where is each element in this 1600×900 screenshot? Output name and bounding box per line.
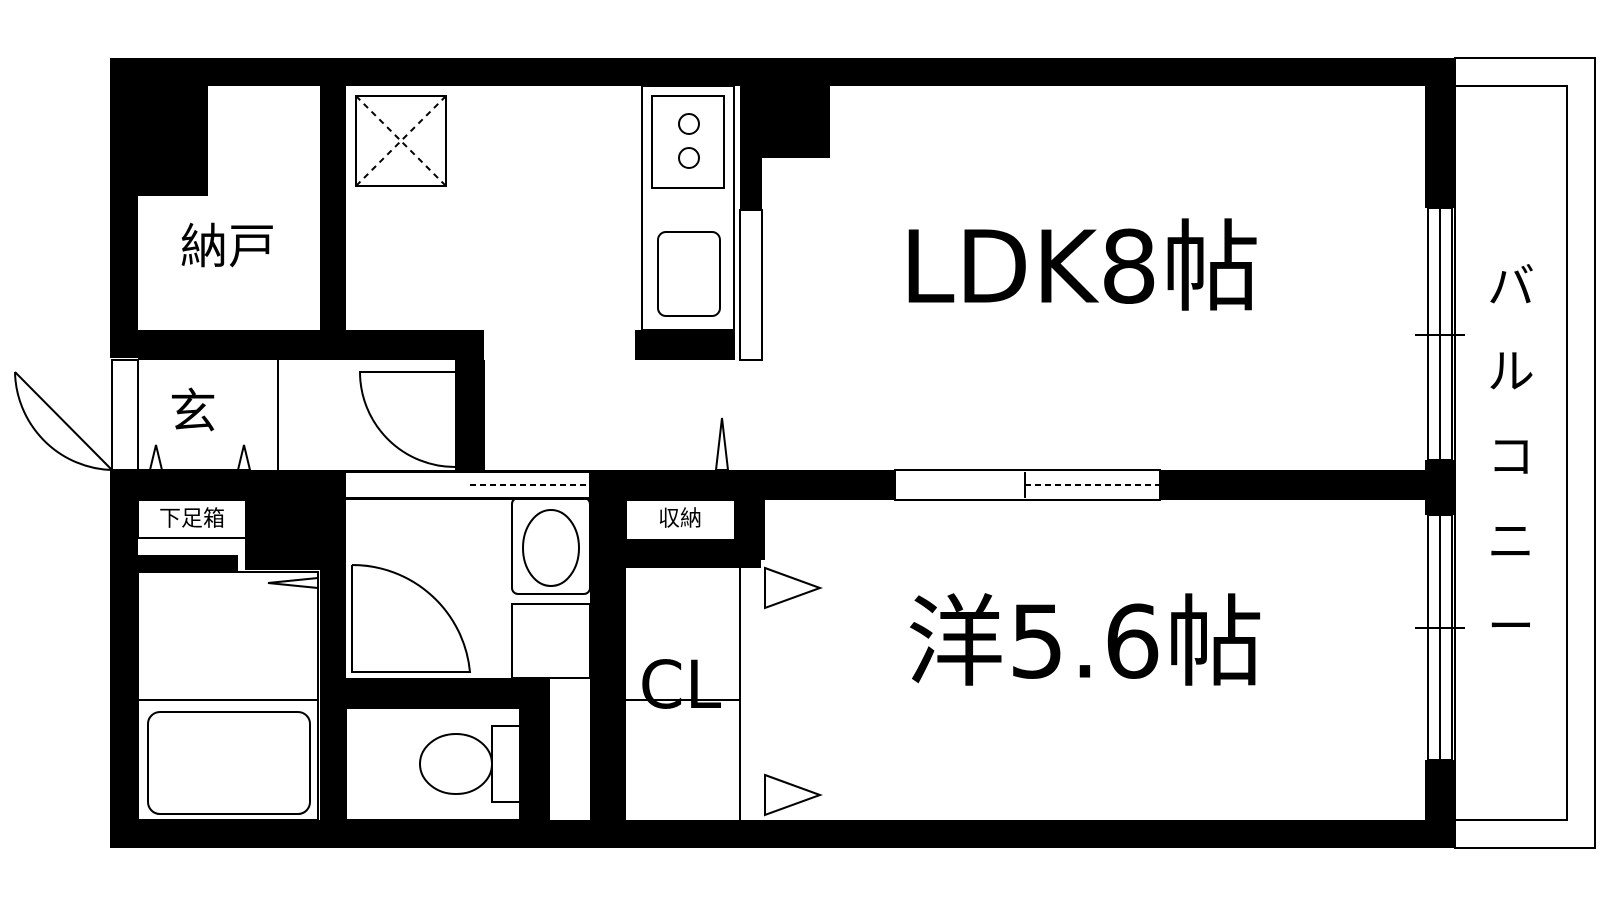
balcony-char-5: ー bbox=[1487, 599, 1535, 655]
western-room-label: 洋5.6帖 bbox=[905, 584, 1264, 701]
interior-walls bbox=[138, 86, 1425, 840]
direction-markers bbox=[148, 417, 823, 817]
balcony-char-2: ル bbox=[1487, 344, 1535, 400]
balcony-char-4: ニ bbox=[1487, 514, 1535, 570]
fixtures bbox=[137, 85, 741, 821]
balcony bbox=[1454, 57, 1596, 849]
outer-walls bbox=[110, 58, 1455, 848]
balcony-char-3: コ bbox=[1487, 429, 1535, 485]
opening-details bbox=[232, 208, 1465, 760]
storage-room-label: 納戸 bbox=[180, 219, 276, 275]
balcony-char-1: バ bbox=[1487, 259, 1535, 315]
entrance-label: 玄 bbox=[169, 384, 217, 440]
closet-label: CL bbox=[639, 647, 722, 724]
door-swings bbox=[351, 371, 472, 673]
small-storage-label: 収納 bbox=[658, 507, 702, 532]
entrance-door bbox=[14, 359, 279, 471]
ldk-label: LDK8帖 bbox=[899, 209, 1261, 326]
shoe-box-label: 下足箱 bbox=[159, 507, 225, 532]
balcony-label: バ ル コ ニ ー bbox=[1487, 259, 1535, 655]
